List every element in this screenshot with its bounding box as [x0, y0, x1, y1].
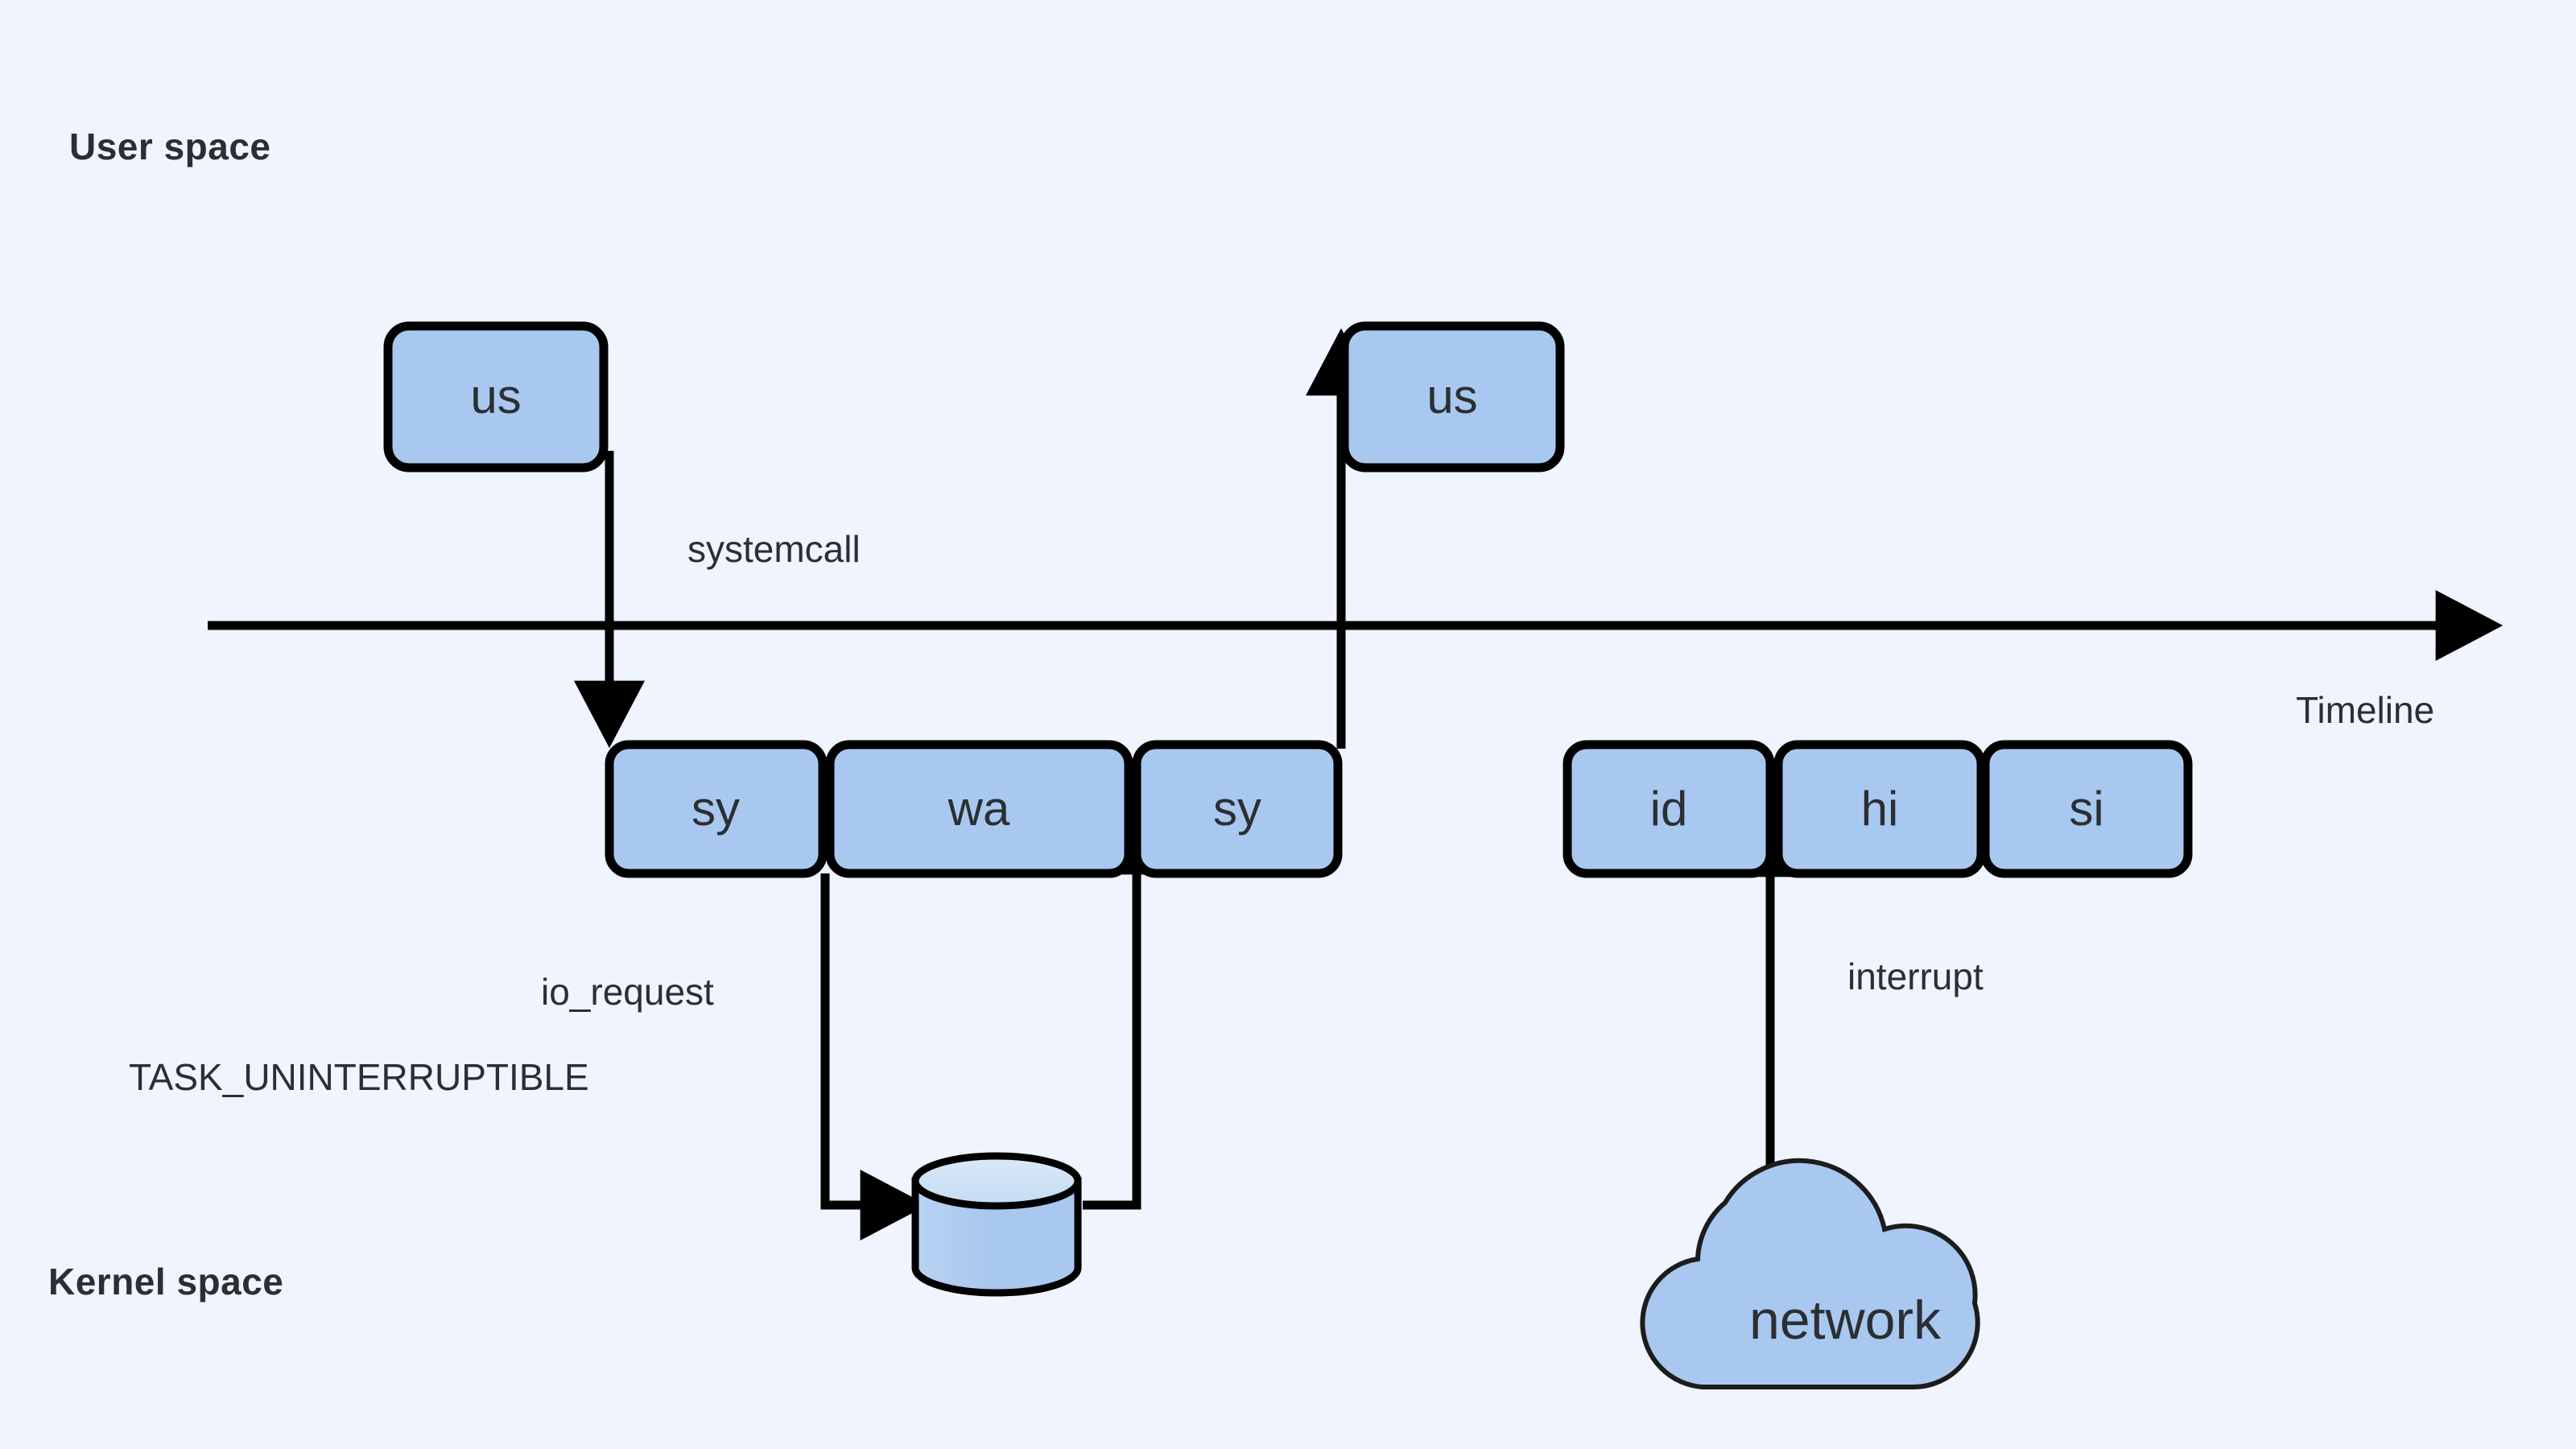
node-wa[interactable]: wa: [825, 740, 1133, 878]
user-space-label: User space: [69, 126, 271, 167]
node-hi-label: hi: [1861, 782, 1899, 836]
node-us-left[interactable]: us: [383, 321, 609, 473]
node-sy-1-label: sy: [691, 782, 740, 836]
node-us-right[interactable]: us: [1340, 321, 1565, 473]
node-sy-1[interactable]: sy: [605, 740, 828, 878]
node-sy-2-label: sy: [1213, 782, 1261, 836]
edge-io-request: [820, 873, 928, 1241]
node-si-label: si: [2069, 782, 2103, 836]
disk-cylinder: [911, 1152, 1082, 1297]
io-request-label: io_request: [541, 971, 714, 1013]
network-cloud: network: [1640, 1158, 1980, 1390]
node-us-left-label: us: [470, 369, 521, 423]
node-id-label: id: [1650, 782, 1688, 836]
systemcall-label: systemcall: [687, 528, 861, 570]
node-si[interactable]: si: [1980, 740, 2193, 878]
kernel-space-label: Kernel space: [48, 1261, 284, 1302]
node-id[interactable]: id: [1563, 740, 1775, 878]
node-us-right-label: us: [1426, 369, 1477, 423]
node-sy-2[interactable]: sy: [1132, 740, 1343, 878]
timeline-label: Timeline: [2296, 689, 2435, 731]
node-wa-label: wa: [947, 782, 1010, 836]
node-hi[interactable]: hi: [1773, 740, 1986, 878]
edge-io-complete: [1083, 807, 1172, 1210]
task-uninterruptible-label: TASK_UNINTERRUPTIBLE: [129, 1056, 589, 1098]
network-cloud-label: network: [1749, 1290, 1942, 1351]
interrupt-label: interrupt: [1847, 956, 1984, 997]
